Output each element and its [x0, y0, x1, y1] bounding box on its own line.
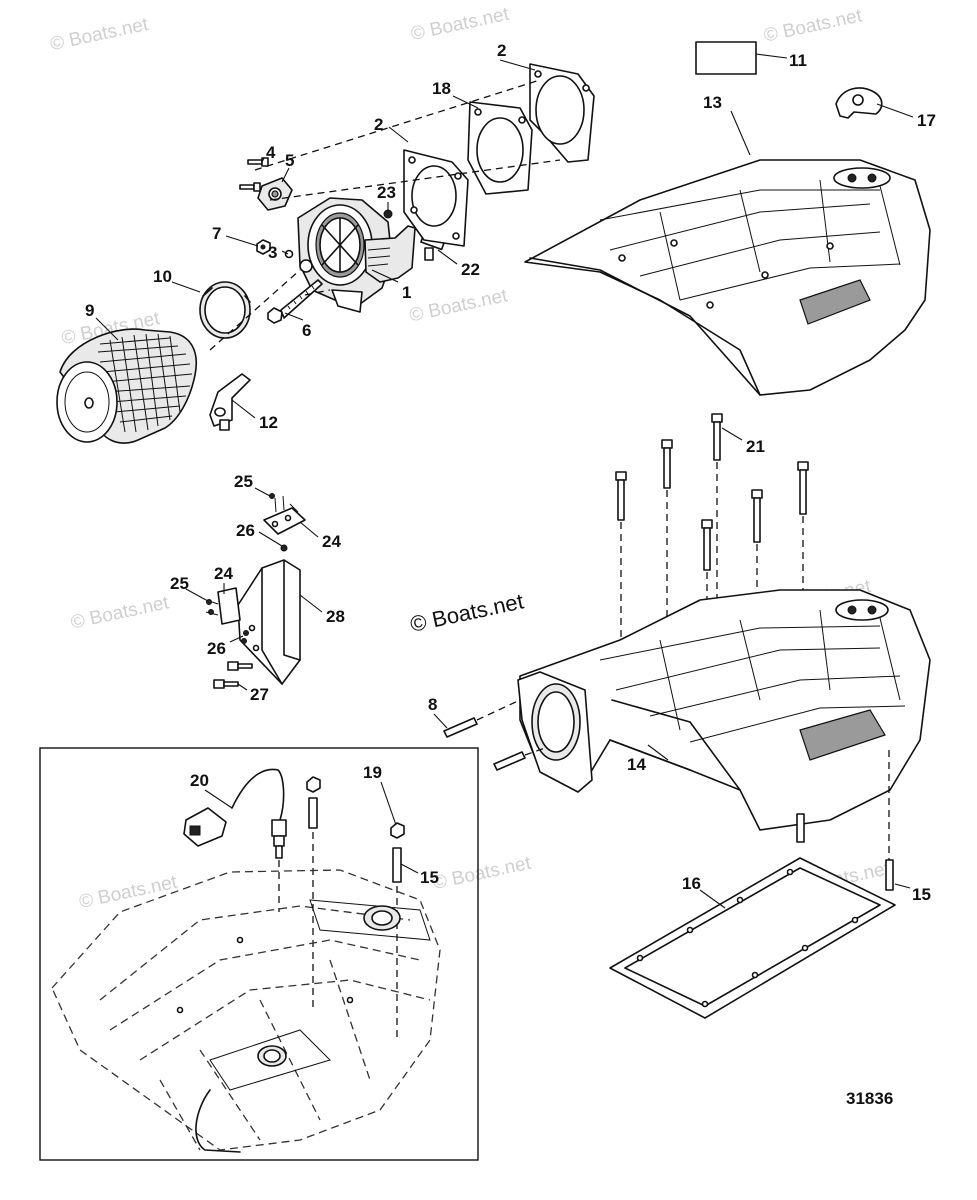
- callouts: 1 2 2 3 4 5 6 7 8 9 10 11 12 13 14 15 15…: [85, 41, 936, 904]
- sensor-5: [257, 177, 293, 211]
- stud-15-inset: [308, 797, 402, 883]
- callout-10: 10: [153, 267, 172, 286]
- callout-27: 27: [250, 685, 269, 704]
- alignment-line: [476, 699, 546, 756]
- bolt: [751, 489, 763, 543]
- ball-3: [284, 249, 294, 259]
- callout-11: 11: [789, 51, 807, 70]
- callout-5: 5: [285, 151, 294, 170]
- intake-cover-13: [524, 159, 931, 396]
- callout-25: 25: [170, 574, 189, 593]
- watermark: © Boats.net: [409, 4, 511, 45]
- inset-frame: [39, 747, 479, 1161]
- diagram-number: 31836: [846, 1089, 893, 1108]
- callout-17: 17: [917, 111, 936, 130]
- callout-22: 22: [461, 260, 480, 279]
- callout-15: 15: [420, 868, 439, 887]
- callout-23: 23: [377, 183, 396, 202]
- bolt: [661, 439, 673, 489]
- nut-7: [256, 239, 271, 255]
- bolt-6: [267, 279, 323, 324]
- callout-25: 25: [234, 472, 253, 491]
- callout-26: 26: [207, 639, 226, 658]
- callout-15: 15: [912, 885, 931, 904]
- callout-9: 9: [85, 301, 94, 320]
- bracket-24-upper: [263, 493, 306, 552]
- callout-1: 1: [402, 283, 411, 302]
- bolt: [711, 413, 723, 461]
- gasket-2-front: [403, 149, 469, 247]
- studs-8: [443, 717, 526, 771]
- bracket-12: [209, 373, 251, 431]
- callout-24: 24: [214, 564, 233, 583]
- watermark: © Boats.net: [408, 285, 510, 326]
- callout-7: 7: [212, 224, 221, 243]
- callout-12: 12: [259, 413, 278, 432]
- sensor-20: [183, 768, 287, 859]
- callout-19: 19: [363, 763, 382, 782]
- watermark: © Boats.net: [762, 5, 864, 46]
- intake-manifold-14: [517, 589, 931, 831]
- gasket-2-rear: [529, 63, 595, 163]
- callout-2: 2: [374, 115, 383, 134]
- alignment-line: [209, 79, 561, 351]
- manifold-dashed-outline: [51, 869, 441, 1153]
- callout-24: 24: [322, 532, 341, 551]
- watermark-main: © Boats.net: [408, 588, 526, 636]
- callout-21: 21: [746, 437, 765, 456]
- callout-28: 28: [326, 607, 345, 626]
- gasket-16: [609, 857, 896, 1019]
- air-filter: [56, 328, 197, 444]
- callout-18: 18: [432, 79, 451, 98]
- watermark: © Boats.net: [48, 14, 150, 55]
- callout-6: 6: [302, 321, 311, 340]
- filter-clamp: [199, 281, 251, 339]
- watermark: © Boats.net: [431, 853, 533, 894]
- nut-19: [306, 776, 405, 839]
- callout-26: 26: [236, 521, 255, 540]
- bracket-24-lower: [205, 587, 249, 644]
- bolts-21: [615, 413, 809, 571]
- bolts-27: [213, 661, 253, 689]
- callout-3: 3: [268, 243, 277, 262]
- bolt: [615, 471, 627, 521]
- callout-8: 8: [428, 695, 437, 714]
- callout-2: 2: [497, 41, 506, 60]
- callout-14: 14: [627, 755, 646, 774]
- decal-11: [695, 41, 757, 75]
- watermark: © Boats.net: [69, 592, 171, 633]
- bolt: [701, 519, 713, 571]
- watermark: © Boats.net: [77, 872, 179, 913]
- callout-13: 13: [703, 93, 722, 112]
- callout-16: 16: [682, 874, 701, 893]
- throttle-body: [297, 197, 416, 313]
- callout-4: 4: [266, 143, 276, 162]
- alignment-line: [278, 832, 398, 1040]
- clip-17: [835, 87, 883, 119]
- bolt: [797, 461, 809, 515]
- nut-23: [383, 209, 393, 219]
- callout-20: 20: [190, 771, 209, 790]
- leader-lines: [95, 53, 914, 909]
- gasket-18: [467, 101, 533, 195]
